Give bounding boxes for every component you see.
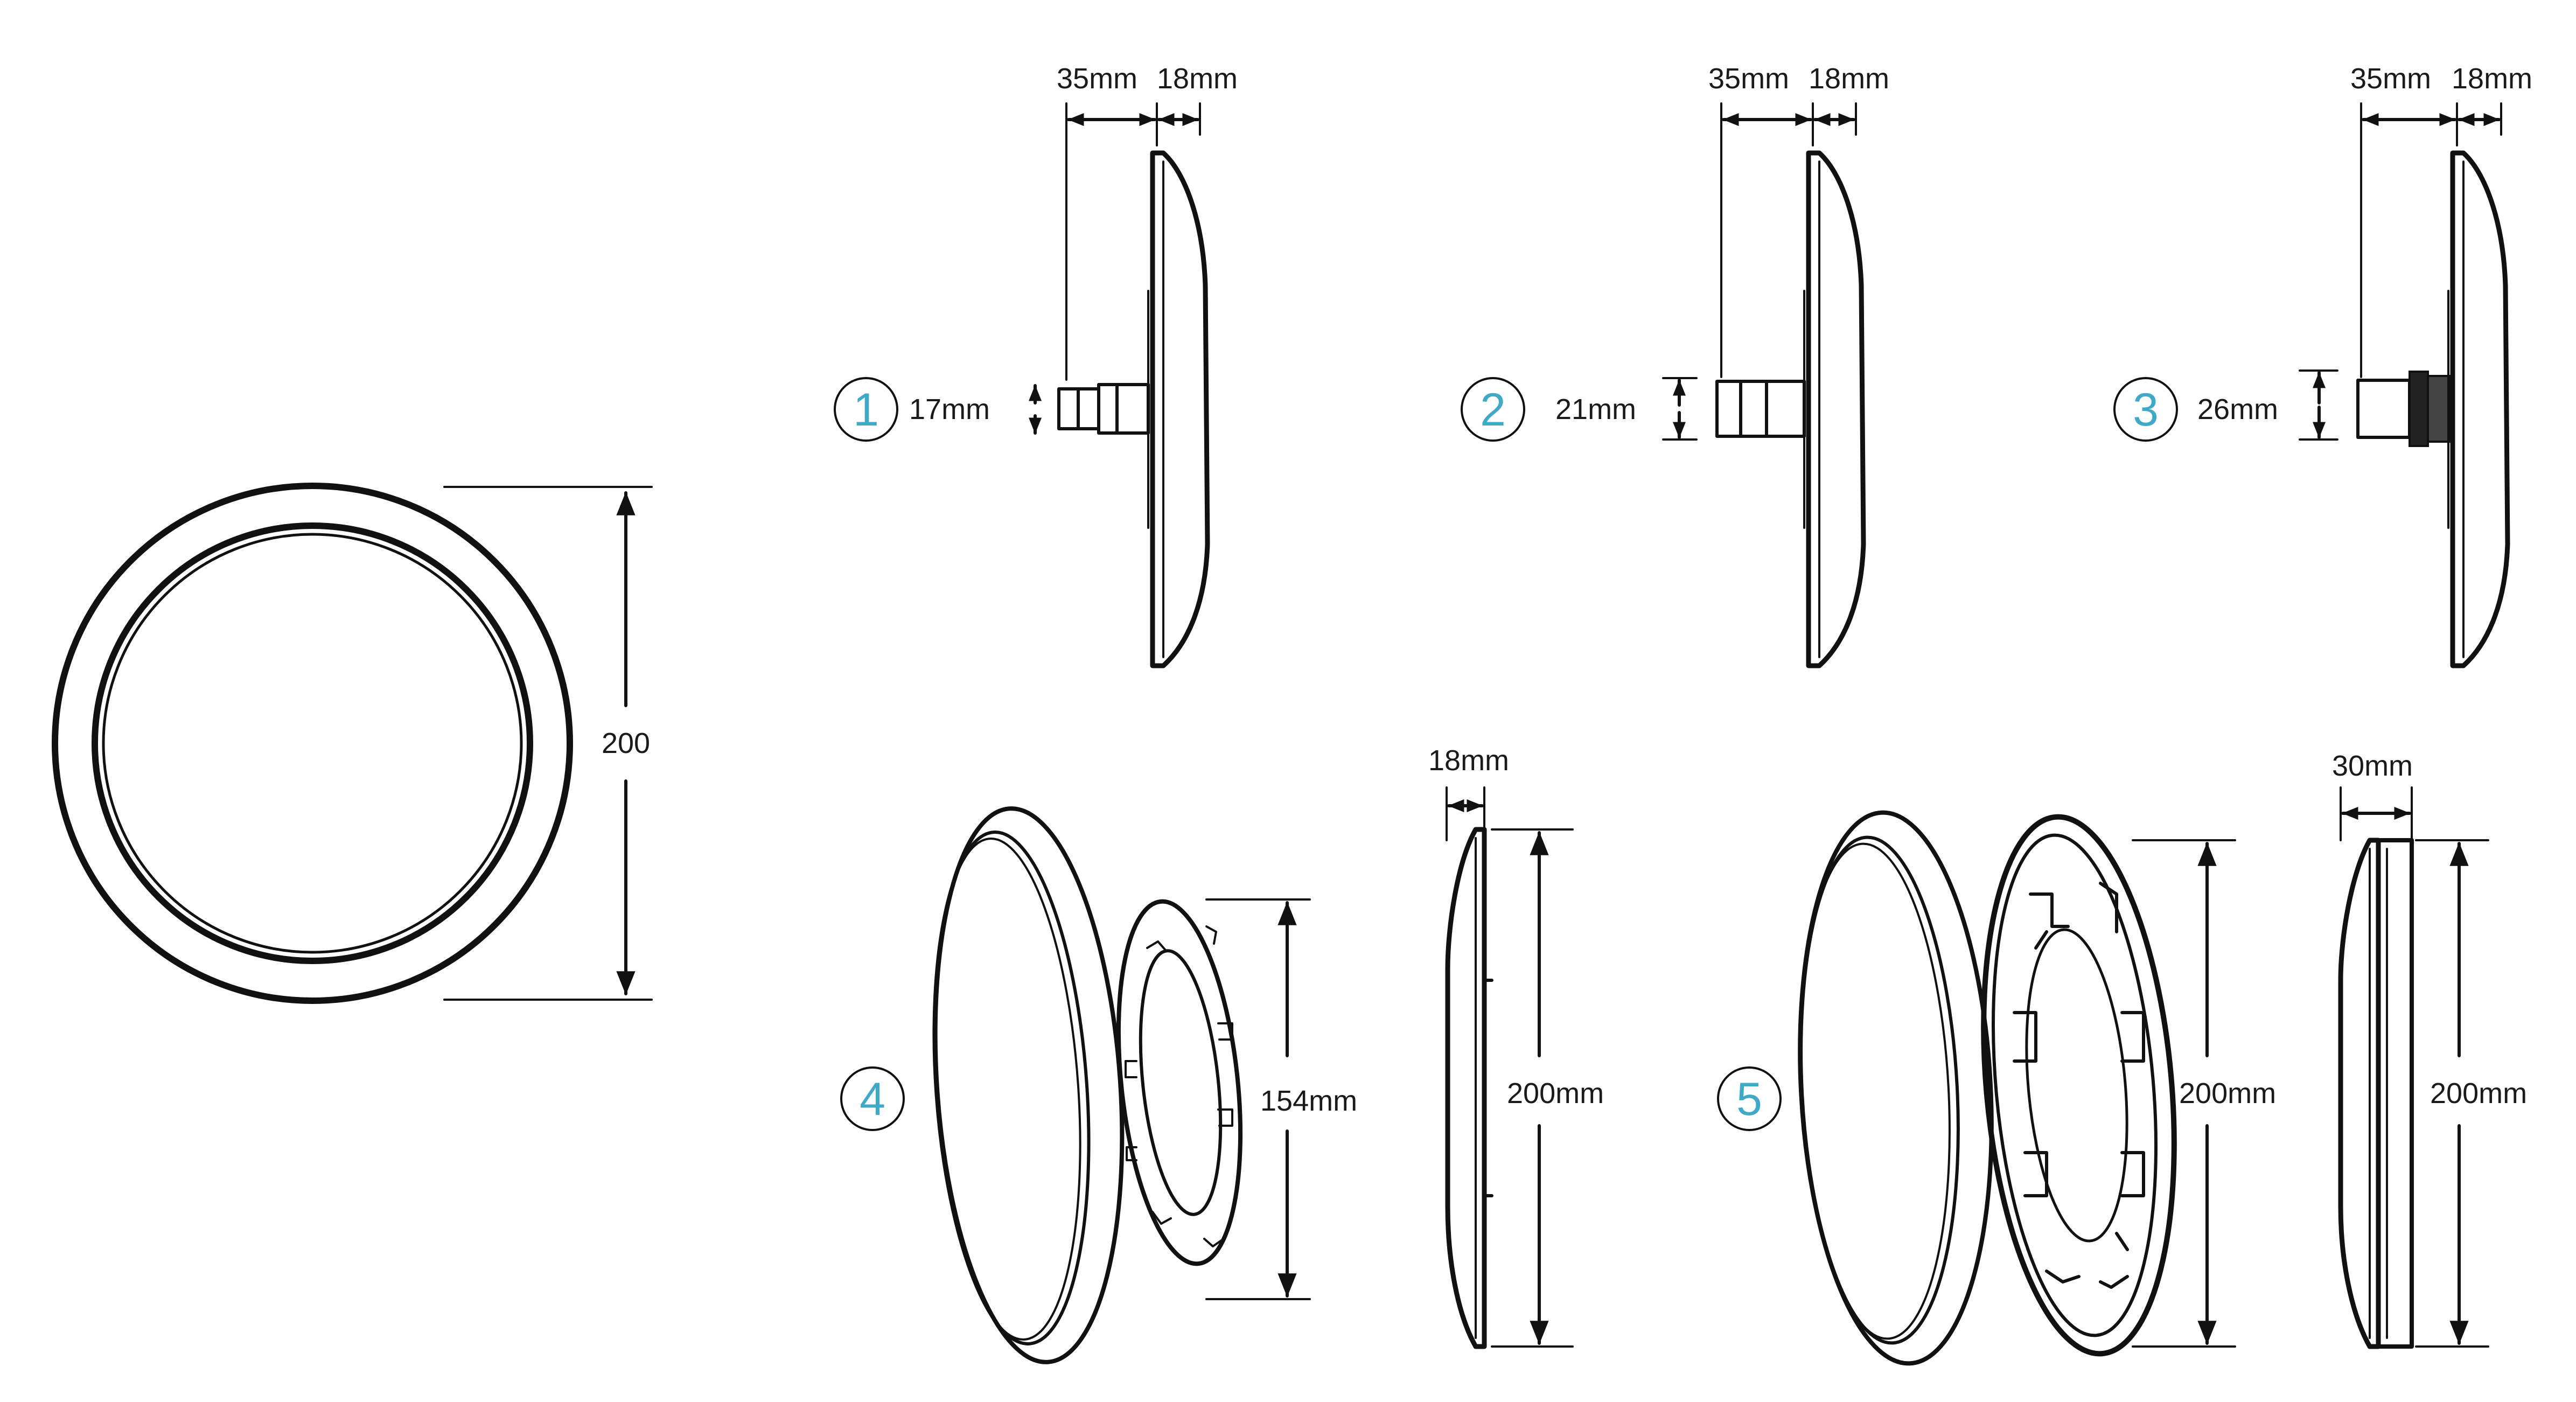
front-view: 200 <box>52 483 653 1004</box>
assembly-4-mounting-bracket <box>1116 899 1243 1266</box>
variant-2-disc-profile <box>1803 150 1866 668</box>
badge-1-number: 1 <box>853 384 879 436</box>
front-lens <box>102 533 523 954</box>
badge-1-circle <box>834 377 898 442</box>
variant-3-disc-profile <box>2447 150 2510 668</box>
badge-3-circle <box>2113 377 2178 442</box>
variant-2-depth-b-label: 18mm <box>1809 62 1889 95</box>
variant-1-connector-label: 17mm <box>909 393 990 426</box>
assembly-5-height-label: 200mm <box>2430 1077 2527 1110</box>
badge-4-number: 4 <box>860 1073 885 1125</box>
variant-2-side-view: 2 21mm 35mm 18mm <box>1461 62 1889 668</box>
variant-2-connector-label: 21mm <box>1555 393 1636 426</box>
assembly-5-housing-height-label: 200mm <box>2179 1077 2276 1110</box>
assembly-5-side-profile <box>2338 838 2414 1349</box>
variant-1-depth-b-label: 18mm <box>1157 62 1238 95</box>
badge-4-circle <box>840 1066 905 1131</box>
assembly-4-bracket-diameter-label: 154mm <box>1260 1085 1357 1117</box>
front-outer-ring <box>52 483 573 1004</box>
badge-5-circle <box>1717 1066 1782 1131</box>
front-diameter-label: 200 <box>602 727 650 759</box>
assembly-5-cover <box>1798 810 1994 1366</box>
variant-3-connector <box>2356 371 2451 447</box>
assembly-4: 4 154mm 18mm <box>840 744 1604 1364</box>
variant-3-connector-label: 26mm <box>2197 393 2278 426</box>
variant-3-depth-a-label: 35mm <box>2350 62 2431 95</box>
badge-2-number: 2 <box>1480 384 1506 436</box>
variant-3-side-view: 3 26mm 35mm 18mm <box>2113 62 2532 668</box>
assembly-4-depth-label: 18mm <box>1428 744 1509 777</box>
variant-2-depth-a-label: 35mm <box>1708 62 1789 95</box>
badge-2-circle <box>1461 377 1525 442</box>
variant-3-depth-b-label: 18mm <box>2452 62 2532 95</box>
variant-1-connector <box>1057 383 1150 435</box>
variant-1-disc-profile <box>1147 150 1210 668</box>
assembly-5-housing <box>1981 814 2177 1357</box>
assembly-4-side-profile <box>1445 827 1493 1349</box>
variant-1-side-view: 1 17mm 35mm 18mm <box>834 62 1238 668</box>
front-inner-ring <box>92 522 533 964</box>
badge-3-number: 3 <box>2133 384 2159 436</box>
assembly-4-height-label: 200mm <box>1507 1077 1604 1110</box>
assembly-5: 5 200mm 30mm 200mm <box>1717 750 2527 1366</box>
assembly-4-cover <box>932 806 1125 1364</box>
variant-1-depth-a-label: 35mm <box>1057 62 1137 95</box>
variant-2-connector <box>1715 380 1806 438</box>
badge-5-number: 5 <box>1736 1073 1762 1125</box>
assembly-5-depth-label: 30mm <box>2332 750 2413 782</box>
